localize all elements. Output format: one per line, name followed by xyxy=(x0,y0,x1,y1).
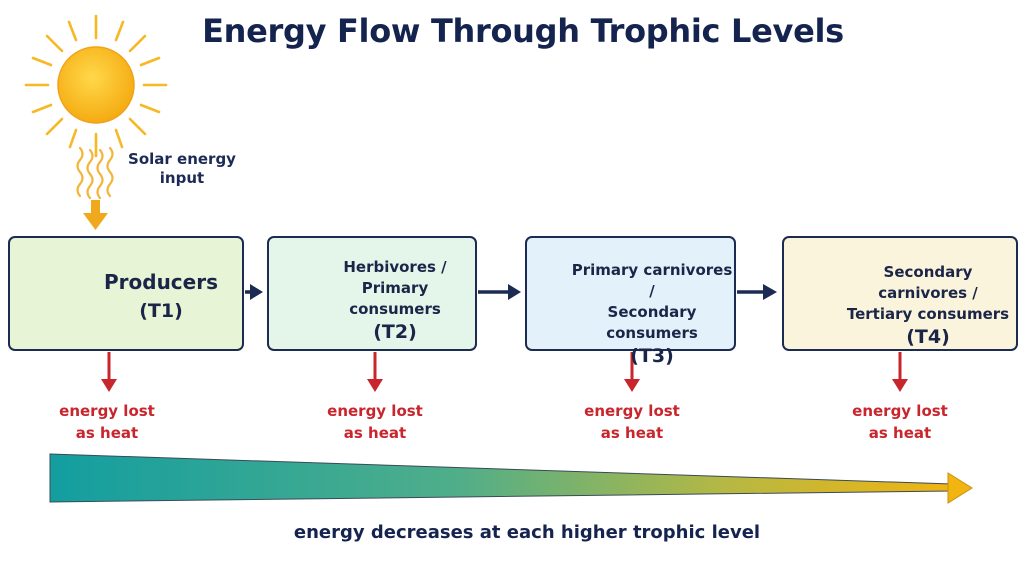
trophic-level-t4: (T4) xyxy=(906,326,950,348)
trophic-box-herbivores: Herbivores / Primary consumers (T2) xyxy=(267,236,477,351)
solar-energy-label: Solar energy input xyxy=(122,150,242,188)
trophic-box-secondary-carnivores: Secondary carnivores / Tertiary consumer… xyxy=(782,236,1018,351)
heat-loss-t3-line-2: as heat xyxy=(600,424,664,442)
page-title: Energy Flow Through Trophic Levels xyxy=(202,12,844,50)
trophic-level-t1: (T1) xyxy=(139,300,183,322)
trophic-name-t2-line-1: Herbivores / xyxy=(343,258,447,276)
heat-loss-arrow-t4 xyxy=(892,352,908,392)
flow-arrow-t2-t3 xyxy=(478,284,521,300)
trophic-name-t4-line-1: Secondary carnivores / xyxy=(878,263,978,302)
heat-loss-t1-line-2: as heat xyxy=(75,424,139,442)
trophic-level-t2: (T2) xyxy=(373,321,417,343)
trophic-box-producers: Producers (T1) xyxy=(8,236,244,351)
heat-loss-arrow-t1 xyxy=(101,352,117,392)
trophic-level-t3: (T3) xyxy=(630,345,674,367)
trophic-name-t1: Producers xyxy=(103,270,218,294)
trophic-box-primary-carnivores: Primary carnivores / Secondary consumers… xyxy=(525,236,736,367)
heat-loss-t1-line-1: energy lost xyxy=(59,402,155,420)
solar-rays-icon xyxy=(76,146,114,200)
heat-loss-t4-line-2: as heat xyxy=(868,424,932,442)
trophic-name-t3-line-2: Secondary consumers xyxy=(606,303,698,342)
trophic-label-t3: Primary carnivores / Secondary consumers… xyxy=(569,260,735,367)
trophic-name-t2-line-2: Primary consumers xyxy=(349,279,441,318)
energy-decrease-wedge xyxy=(49,453,973,504)
trophic-label-t2: Herbivores / Primary consumers (T2) xyxy=(315,257,475,343)
heat-loss-arrow-t2 xyxy=(367,352,383,392)
trophic-label-t1: Producers (T1) xyxy=(86,270,236,322)
heat-loss-label-t2: energy lost as heat xyxy=(315,400,435,444)
solar-label-line-2: input xyxy=(159,169,205,187)
heat-loss-arrow-t3 xyxy=(624,352,640,392)
solar-label-line-1: Solar energy xyxy=(128,150,236,168)
trophic-name-t3-line-1: Primary carnivores / xyxy=(571,261,733,300)
heat-loss-t2-line-2: as heat xyxy=(343,424,407,442)
heat-loss-label-t1: energy lost as heat xyxy=(47,400,167,444)
heat-loss-t2-line-1: energy lost xyxy=(327,402,423,420)
flow-arrow-t3-t4 xyxy=(737,284,777,300)
heat-loss-t4-line-1: energy lost xyxy=(852,402,948,420)
trophic-label-t4: Secondary carnivores / Tertiary consumer… xyxy=(842,262,1014,348)
flow-arrow-t1-t2 xyxy=(245,284,263,300)
solar-input-arrow xyxy=(83,200,108,230)
energy-decrease-caption: energy decreases at each higher trophic … xyxy=(293,522,761,543)
heat-loss-label-t4: energy lost as heat xyxy=(840,400,960,444)
heat-loss-label-t3: energy lost as heat xyxy=(572,400,692,444)
trophic-name-t4-line-2: Tertiary consumers xyxy=(846,305,1010,323)
heat-loss-t3-line-1: energy lost xyxy=(584,402,680,420)
sun-icon xyxy=(24,14,168,158)
